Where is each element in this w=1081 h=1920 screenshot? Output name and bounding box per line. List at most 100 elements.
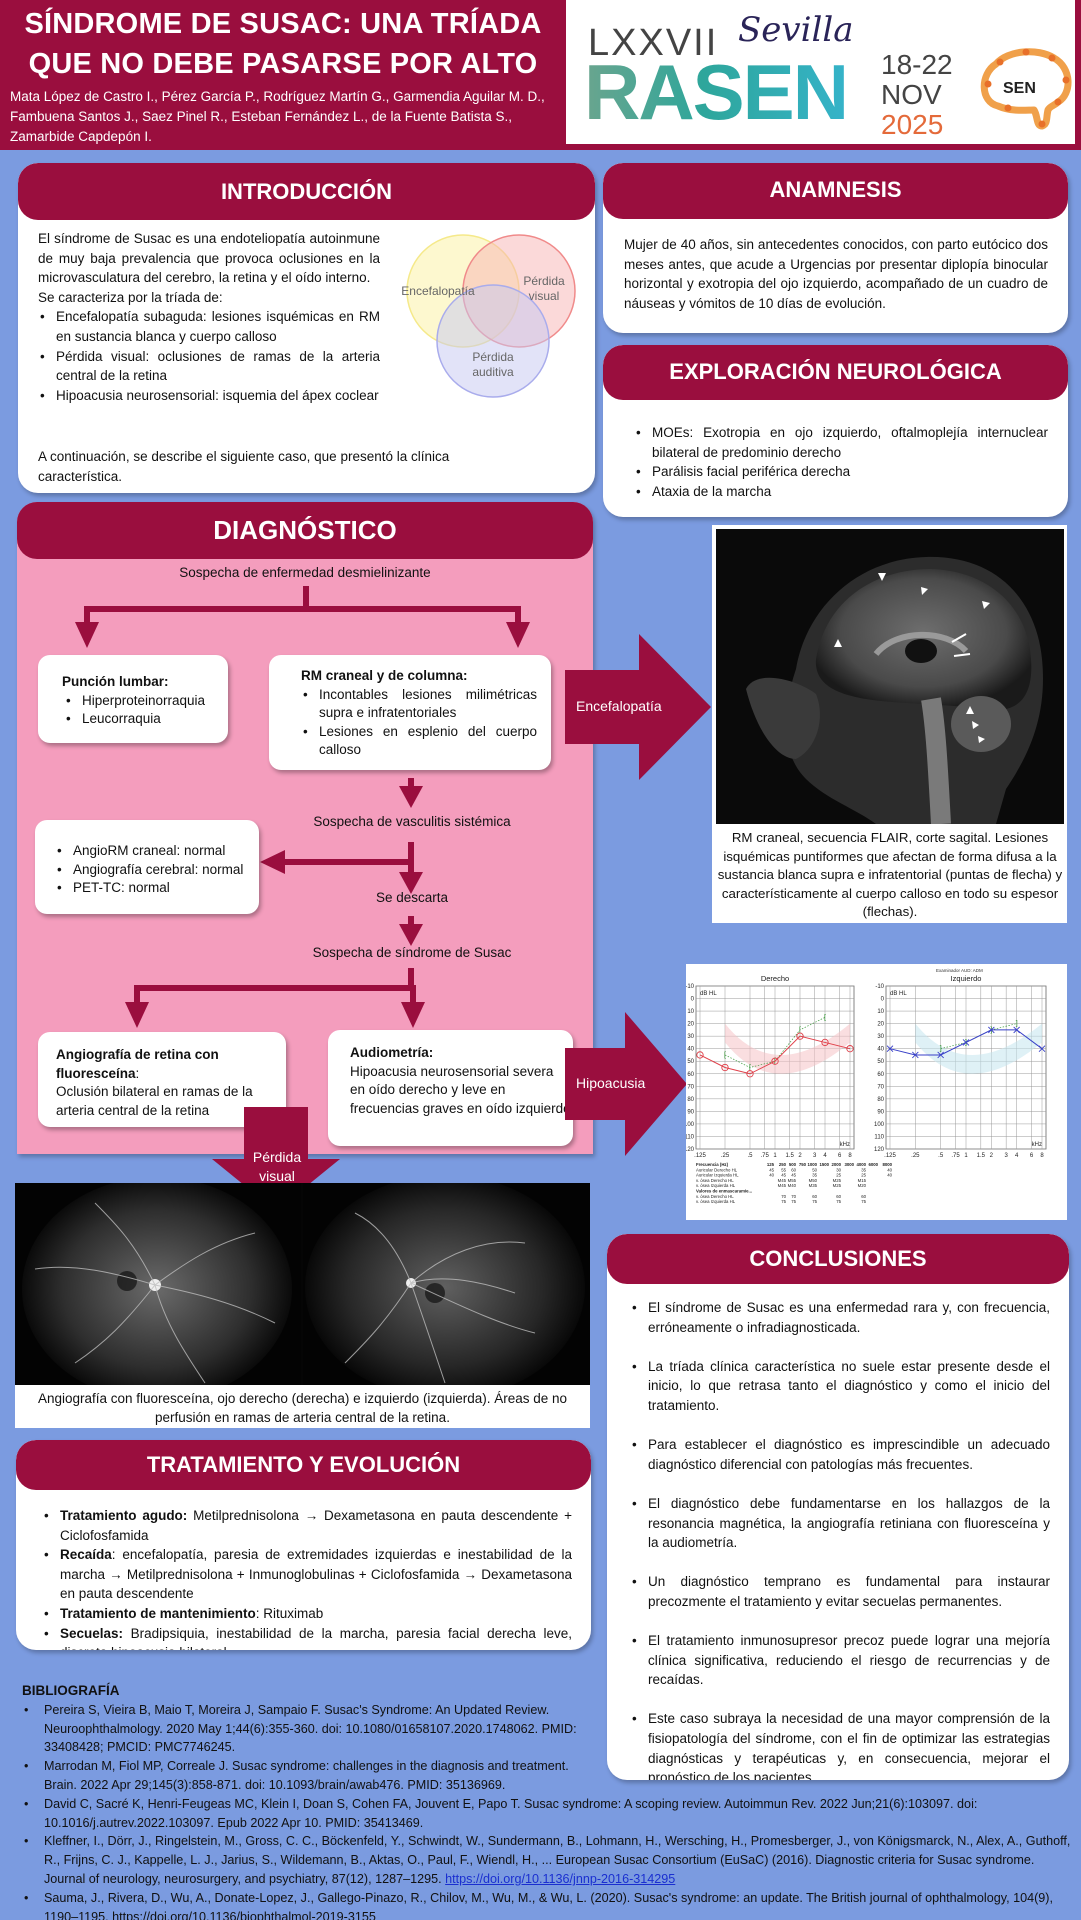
- audiogram-air-point-x: [937, 1051, 944, 1059]
- audiogram-x-tick: 1: [964, 1153, 968, 1159]
- audiogram-y-tick: 0: [691, 997, 695, 1003]
- audiogram-bone-point: [: [824, 1014, 826, 1021]
- audiogram-air-point-x: [988, 1026, 995, 1034]
- audiogram-table-row: 45: [791, 1173, 796, 1178]
- audiogram-x-tick: 4: [823, 1153, 827, 1159]
- tratamiento-heading: TRATAMIENTO Y EVOLUCIÓN: [16, 1440, 591, 1490]
- connector-left-1: [84, 606, 90, 624]
- connector-bar-2: [134, 985, 416, 991]
- title-line-1: SÍNDROME DE SUSAC: UNA TRÍADA: [24, 8, 542, 40]
- triad-item: Hipoacusia neurosensorial: isquemia del …: [38, 386, 380, 406]
- diagnostico-heading: DIAGNÓSTICO: [17, 502, 593, 559]
- audiogram-y-tick: 50: [687, 1059, 694, 1065]
- venn-label-encefalopatia: Encefalopatía: [401, 284, 475, 298]
- audiogram-unit-y: dB HL: [700, 991, 717, 997]
- arrowhead-down-icon: [75, 622, 99, 648]
- fluorescein-angiography-images: [15, 1183, 590, 1385]
- reference-item: Kleffner, I., Dörr, J., Ringelstein, M.,…: [22, 1832, 1072, 1888]
- audiogram-table-mask-row: 60: [812, 1194, 817, 1199]
- audiogram-table-mask-row: 75: [812, 1199, 817, 1204]
- audiogram-y-tick: 50: [877, 1059, 884, 1065]
- audiogram-table-header: 8000: [882, 1162, 892, 1167]
- conclusion-item: Un diagnóstico temprano es fundamental p…: [630, 1572, 1050, 1611]
- audiogram-table-row: M20: [858, 1183, 867, 1188]
- triad-item: Encefalopatía subaguda: lesiones isquémi…: [38, 307, 380, 346]
- angio-text: Oclusión bilateral en ramas de la arteri…: [56, 1084, 253, 1118]
- anamnesis-text: Mujer de 40 años, sin antecedentes conoc…: [624, 237, 1048, 311]
- tratamiento-item: Tratamiento de mantenimiento: Rituximab: [42, 1604, 572, 1624]
- audiogram-x-tick: 8: [1040, 1153, 1044, 1159]
- connector-left-arrow-bar: [282, 859, 412, 865]
- connector-left-2: [134, 985, 140, 1005]
- audiogram-table-row: 25: [836, 1173, 841, 1178]
- arrowhead-down-icon: [125, 1002, 149, 1028]
- puncion-title: Punción lumbar:: [62, 674, 169, 689]
- audiogram-table-row: 45: [769, 1167, 774, 1172]
- audiogram-y-tick: -10: [686, 984, 695, 990]
- tratamiento-panel: TRATAMIENTO Y EVOLUCIÓN Tratamiento agud…: [16, 1440, 591, 1650]
- audiogram-table-mask-title: Valores de enmascaramie...: [696, 1189, 752, 1194]
- reference-item: Marrodan M, Fiol MP, Correale J. Susac s…: [22, 1757, 602, 1795]
- audiogram-y-tick: 0: [881, 997, 885, 1003]
- audiogram-air-point-x: [1038, 1045, 1046, 1053]
- audiogram-x-tick: 2: [990, 1153, 994, 1159]
- reference-list: Pereira S, Vieira B, Maio T, Moreira J, …: [22, 1701, 1072, 1920]
- audiogram-table-row: 35: [861, 1167, 866, 1172]
- audiogram-bone-point: [: [724, 1052, 726, 1059]
- audiogram-table-header: 3000: [844, 1162, 854, 1167]
- audiogram-y-tick: 110: [874, 1134, 884, 1140]
- audiogram-table-header: 6000: [868, 1162, 878, 1167]
- audiogram-x-tick: 6: [838, 1153, 842, 1159]
- triad-lead: Se caracteriza por la tríada de:: [38, 289, 223, 305]
- conclusion-item: El tratamiento inmunosupresor precoz pue…: [630, 1631, 1050, 1690]
- audiogram-air-point-x: [1013, 1026, 1020, 1034]
- poster-title: SÍNDROME DE SUSAC: UNA TRÍADA QUE NO DEB…: [0, 4, 566, 84]
- audiogram-table-row: 55: [781, 1167, 786, 1172]
- audiometria-box: Audiometría: Hipoacusia neurosensorial s…: [328, 1030, 573, 1146]
- tratamiento-item: Recaída: encefalopatía, paresia de extre…: [42, 1545, 572, 1604]
- audiogram-bone-point: ]: [940, 1046, 942, 1053]
- reference-doi-link[interactable]: https://doi.org/10.1136/jnnp-2016-314295: [445, 1871, 676, 1886]
- intro-panel: INTRODUCCIÓN El síndrome de Susac es una…: [18, 163, 595, 493]
- audiogram-table-row: 60: [791, 1167, 796, 1172]
- audiogram-y-tick: 90: [687, 1109, 694, 1115]
- anamnesis-panel: ANAMNESIS Mujer de 40 años, sin antecede…: [603, 163, 1068, 333]
- audiogram-y-tick: 100: [686, 1122, 695, 1128]
- arrowhead-left-icon: [260, 850, 285, 874]
- audiogram-left-title: Izquierdo: [951, 974, 982, 983]
- puncion-list: Hiperproteinorraquia Leucorraquia: [64, 692, 228, 729]
- rm-list: Incontables lesiones milimétricas supra …: [301, 686, 537, 760]
- dates-days: 18-22: [881, 49, 953, 80]
- audiogram-y-tick: 20: [687, 1022, 694, 1028]
- audiogram-y-tick: 120: [874, 1147, 885, 1153]
- mri-brain-illustration: [746, 556, 1044, 824]
- audiogram-table-row: M45: [778, 1178, 787, 1183]
- audiogram-air-point-x: [962, 1039, 970, 1046]
- arrowhead-down-icon: [399, 786, 423, 808]
- audiogram-table-row: 40: [887, 1167, 892, 1172]
- audiogram-y-tick: 70: [687, 1084, 694, 1090]
- audiogram-table-mask-row: 70: [791, 1194, 796, 1199]
- audiogram-air-point-circle: [721, 1063, 729, 1072]
- audiogram-table-row: 30: [836, 1167, 841, 1172]
- flow-step-susac: Sospecha de síndrome de Susac: [312, 945, 512, 960]
- exploracion-heading: EXPLORACIÓN NEUROLÓGICA: [603, 345, 1068, 400]
- audiogram-y-tick: 30: [687, 1034, 694, 1040]
- congress-edition: LXXVII: [588, 22, 719, 64]
- vasculitis-test-item: AngioRM craneal: normal: [55, 842, 259, 861]
- audiogram-x-tick: 4: [1015, 1153, 1019, 1159]
- audiogram-speech-banana: [725, 1023, 850, 1074]
- mri-sagittal-image: [716, 529, 1064, 824]
- tratamiento-item: Secuelas: Bradipsiquia, inestabilidad de…: [42, 1624, 572, 1650]
- arrow-hipoacusia-label: Hipoacusia: [576, 1075, 646, 1091]
- audiogram-table-row: 35: [812, 1173, 817, 1178]
- audiogram-y-tick: 30: [877, 1034, 884, 1040]
- exploracion-list: MOEs: Exotropia en ojo izquierdo, oftalm…: [634, 423, 1048, 501]
- audiogram-x-tick: .25: [721, 1153, 730, 1159]
- audiogram-x-tick: .125: [884, 1153, 896, 1159]
- connector-bar-1: [84, 606, 521, 612]
- venn-label-auditiva-1: Pérdida: [472, 350, 514, 364]
- audiogram-table-header: 2000: [831, 1162, 841, 1167]
- poster-header: SÍNDROME DE SUSAC: UNA TRÍADA QUE NO DEB…: [0, 0, 566, 150]
- audiogram-bone-point: [: [799, 1027, 801, 1034]
